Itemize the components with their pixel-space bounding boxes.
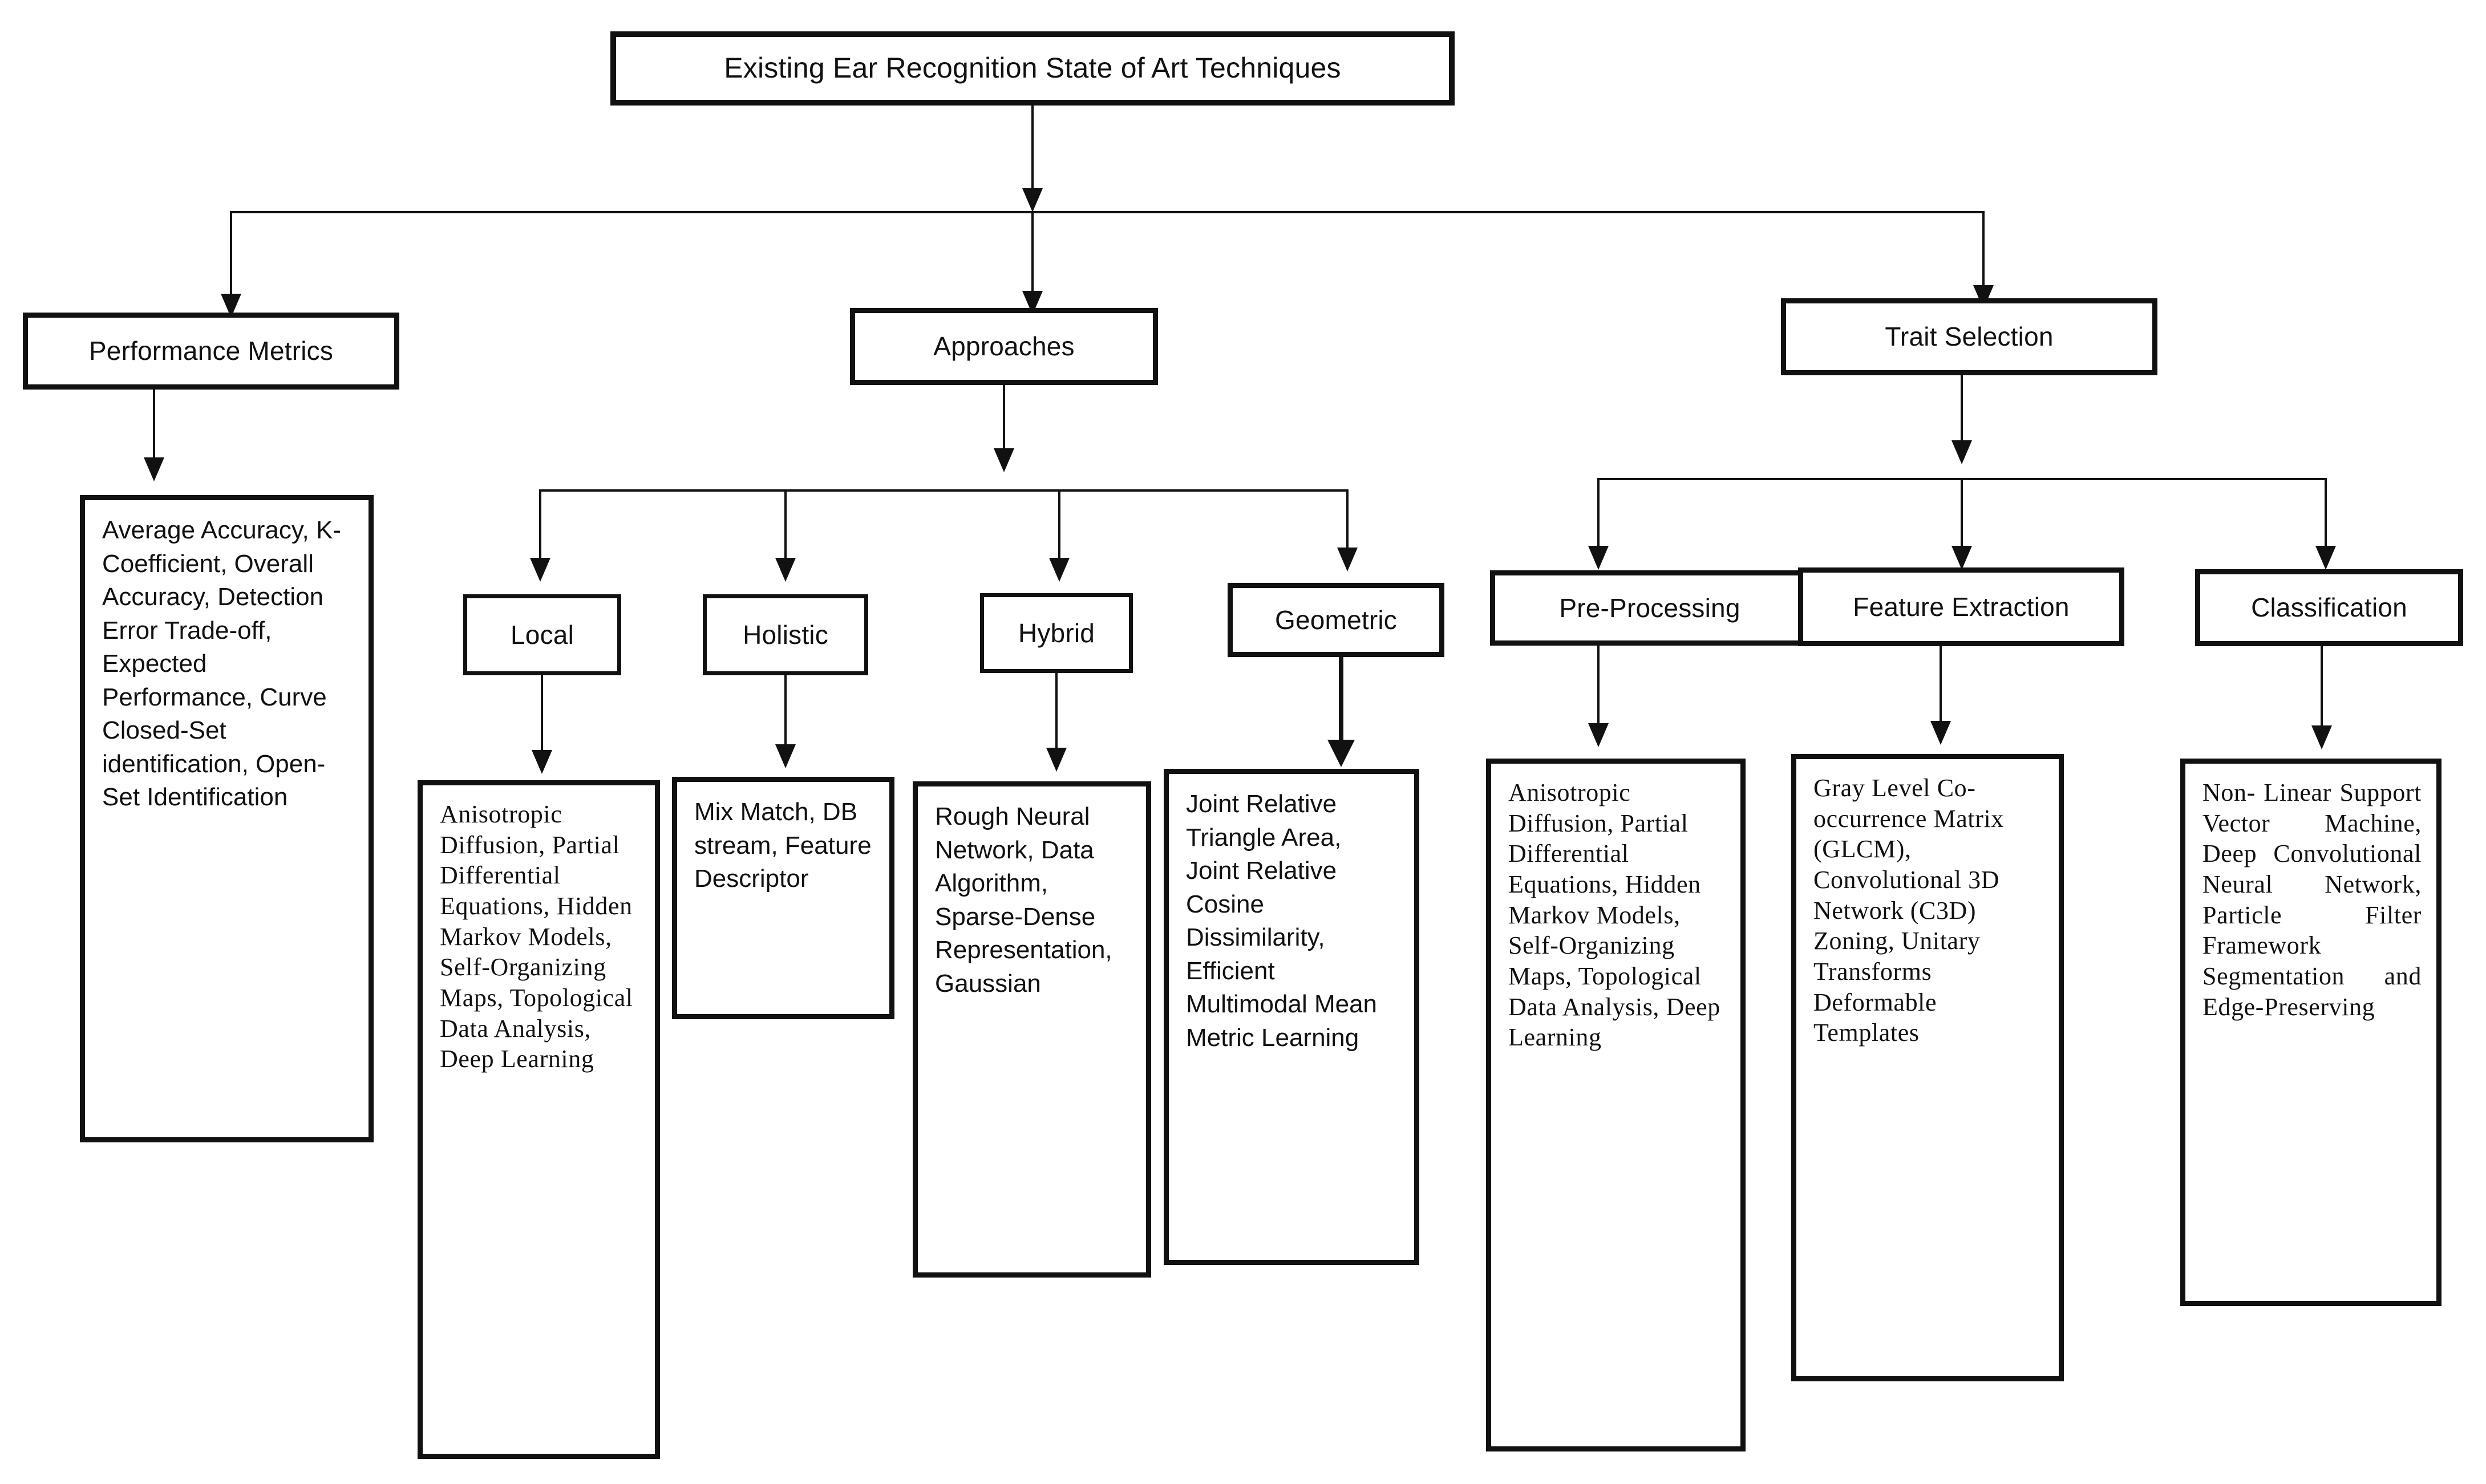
node-hybrid-label: Hybrid bbox=[1018, 618, 1095, 648]
arrowhead-classification-leaf bbox=[2311, 725, 2332, 749]
node-performance-metrics[interactable]: Performance Metrics bbox=[23, 313, 399, 390]
leaf-geometric-text: Joint Relative Triangle Area, Joint Rela… bbox=[1186, 790, 1378, 1052]
arrowhead-pre-processing-leaf bbox=[1588, 723, 1609, 747]
node-local-label: Local bbox=[511, 619, 574, 650]
connector-geometric-to-leaf bbox=[1339, 657, 1343, 745]
arrowhead-root-stem bbox=[1022, 188, 1043, 212]
connector-drop-pre-processing bbox=[1597, 478, 1600, 551]
node-pre-processing-label: Pre-Processing bbox=[1559, 593, 1740, 623]
arrowhead-hybrid bbox=[1049, 558, 1070, 582]
leaf-hybrid-text: Rough Neural Network, Data Algorithm, Sp… bbox=[935, 802, 1112, 998]
leaf-hybrid[interactable]: Rough Neural Network, Data Algorithm, Sp… bbox=[913, 781, 1151, 1278]
connector-hybrid-to-leaf bbox=[1055, 673, 1058, 753]
connector-classification-to-leaf bbox=[2321, 646, 2323, 731]
node-trait-selection-label: Trait Selection bbox=[1885, 322, 2054, 352]
leaf-performance-metrics-text: Average Accuracy, K- Coefficient, Overal… bbox=[102, 516, 342, 812]
leaf-classification[interactable]: Non- Linear Support Vector Machine, Deep… bbox=[2180, 759, 2442, 1306]
connector-performance-metrics-to-leaf bbox=[153, 390, 155, 463]
connector-local-to-leaf bbox=[541, 675, 543, 755]
node-classification-label: Classification bbox=[2251, 593, 2407, 623]
arrowhead-geometric-leaf bbox=[1327, 740, 1355, 767]
connector-drop-local bbox=[539, 489, 541, 563]
node-geometric[interactable]: Geometric bbox=[1228, 583, 1444, 657]
connector-bus-level1 bbox=[230, 211, 1985, 213]
arrowhead-feature-extraction-leaf bbox=[1930, 721, 1951, 745]
node-holistic-label: Holistic bbox=[743, 619, 828, 650]
arrowhead-performance-metrics-leaf bbox=[144, 457, 164, 481]
leaf-holistic[interactable]: Mix Match, DB stream, Feature Descriptor bbox=[672, 777, 894, 1019]
leaf-local[interactable]: Anisotropic Diffusion, Partial Different… bbox=[418, 780, 660, 1459]
leaf-classification-text: Non- Linear Support Vector Machine, Deep… bbox=[2202, 779, 2422, 1021]
connector-drop-classification bbox=[2325, 478, 2327, 551]
connector-root-stem bbox=[1031, 106, 1034, 194]
arrowhead-classification bbox=[2315, 546, 2336, 570]
arrowhead-approaches-stem bbox=[994, 448, 1014, 472]
leaf-holistic-text: Mix Match, DB stream, Feature Descriptor bbox=[694, 798, 872, 893]
leaf-local-text: Anisotropic Diffusion, Partial Different… bbox=[440, 800, 633, 1073]
leaf-pre-processing-text: Anisotropic Diffusion, Partial Different… bbox=[1508, 779, 1720, 1052]
node-pre-processing[interactable]: Pre-Processing bbox=[1490, 570, 1809, 646]
node-approaches-label: Approaches bbox=[933, 331, 1075, 362]
arrowhead-holistic bbox=[775, 558, 796, 582]
arrowhead-local-leaf bbox=[532, 750, 552, 774]
node-geometric-label: Geometric bbox=[1275, 605, 1397, 635]
connector-holistic-to-leaf bbox=[784, 675, 787, 749]
connector-pre-processing-to-leaf bbox=[1597, 646, 1600, 728]
leaf-performance-metrics[interactable]: Average Accuracy, K- Coefficient, Overal… bbox=[80, 495, 374, 1142]
arrowhead-hybrid-leaf bbox=[1046, 748, 1067, 772]
connector-drop-performance-metrics bbox=[230, 211, 232, 299]
node-approaches[interactable]: Approaches bbox=[850, 308, 1158, 385]
node-trait-selection[interactable]: Trait Selection bbox=[1781, 298, 2157, 375]
arrowhead-holistic-leaf bbox=[775, 744, 796, 768]
node-local[interactable]: Local bbox=[463, 594, 621, 675]
leaf-geometric[interactable]: Joint Relative Triangle Area, Joint Rela… bbox=[1164, 769, 1419, 1265]
connector-trait-selection-stem bbox=[1961, 375, 1963, 447]
leaf-pre-processing[interactable]: Anisotropic Diffusion, Partial Different… bbox=[1486, 759, 1746, 1451]
node-root[interactable]: Existing Ear Recognition State of Art Te… bbox=[610, 31, 1455, 106]
node-classification[interactable]: Classification bbox=[2195, 569, 2463, 646]
connector-drop-holistic bbox=[784, 489, 787, 563]
connector-feature-extraction-to-leaf bbox=[1940, 646, 1942, 726]
arrowhead-pre-processing bbox=[1588, 546, 1609, 570]
node-hybrid[interactable]: Hybrid bbox=[980, 593, 1133, 673]
arrowhead-local bbox=[530, 558, 550, 582]
node-root-label: Existing Ear Recognition State of Art Te… bbox=[724, 52, 1341, 84]
leaf-feature-extraction-text: Gray Level Co-occurrence Matrix (GLCM), … bbox=[1813, 774, 2004, 1047]
arrowhead-geometric bbox=[1337, 548, 1358, 571]
connector-bus-approaches bbox=[539, 489, 1348, 492]
node-performance-metrics-label: Performance Metrics bbox=[88, 336, 334, 366]
leaf-feature-extraction[interactable]: Gray Level Co-occurrence Matrix (GLCM), … bbox=[1791, 754, 2064, 1381]
connector-approaches-stem bbox=[1003, 385, 1005, 453]
connector-drop-approaches bbox=[1031, 211, 1034, 297]
arrowhead-feature-extraction bbox=[1951, 546, 1972, 570]
connector-drop-hybrid bbox=[1058, 489, 1060, 563]
arrowhead-trait-selection-stem bbox=[1951, 440, 1972, 464]
node-feature-extraction[interactable]: Feature Extraction bbox=[1798, 567, 2124, 646]
node-feature-extraction-label: Feature Extraction bbox=[1853, 591, 2070, 622]
connector-drop-trait-selection bbox=[1982, 211, 1985, 291]
connector-drop-geometric bbox=[1346, 489, 1349, 553]
connector-drop-feature-extraction bbox=[1961, 478, 1963, 551]
node-holistic[interactable]: Holistic bbox=[703, 594, 868, 675]
